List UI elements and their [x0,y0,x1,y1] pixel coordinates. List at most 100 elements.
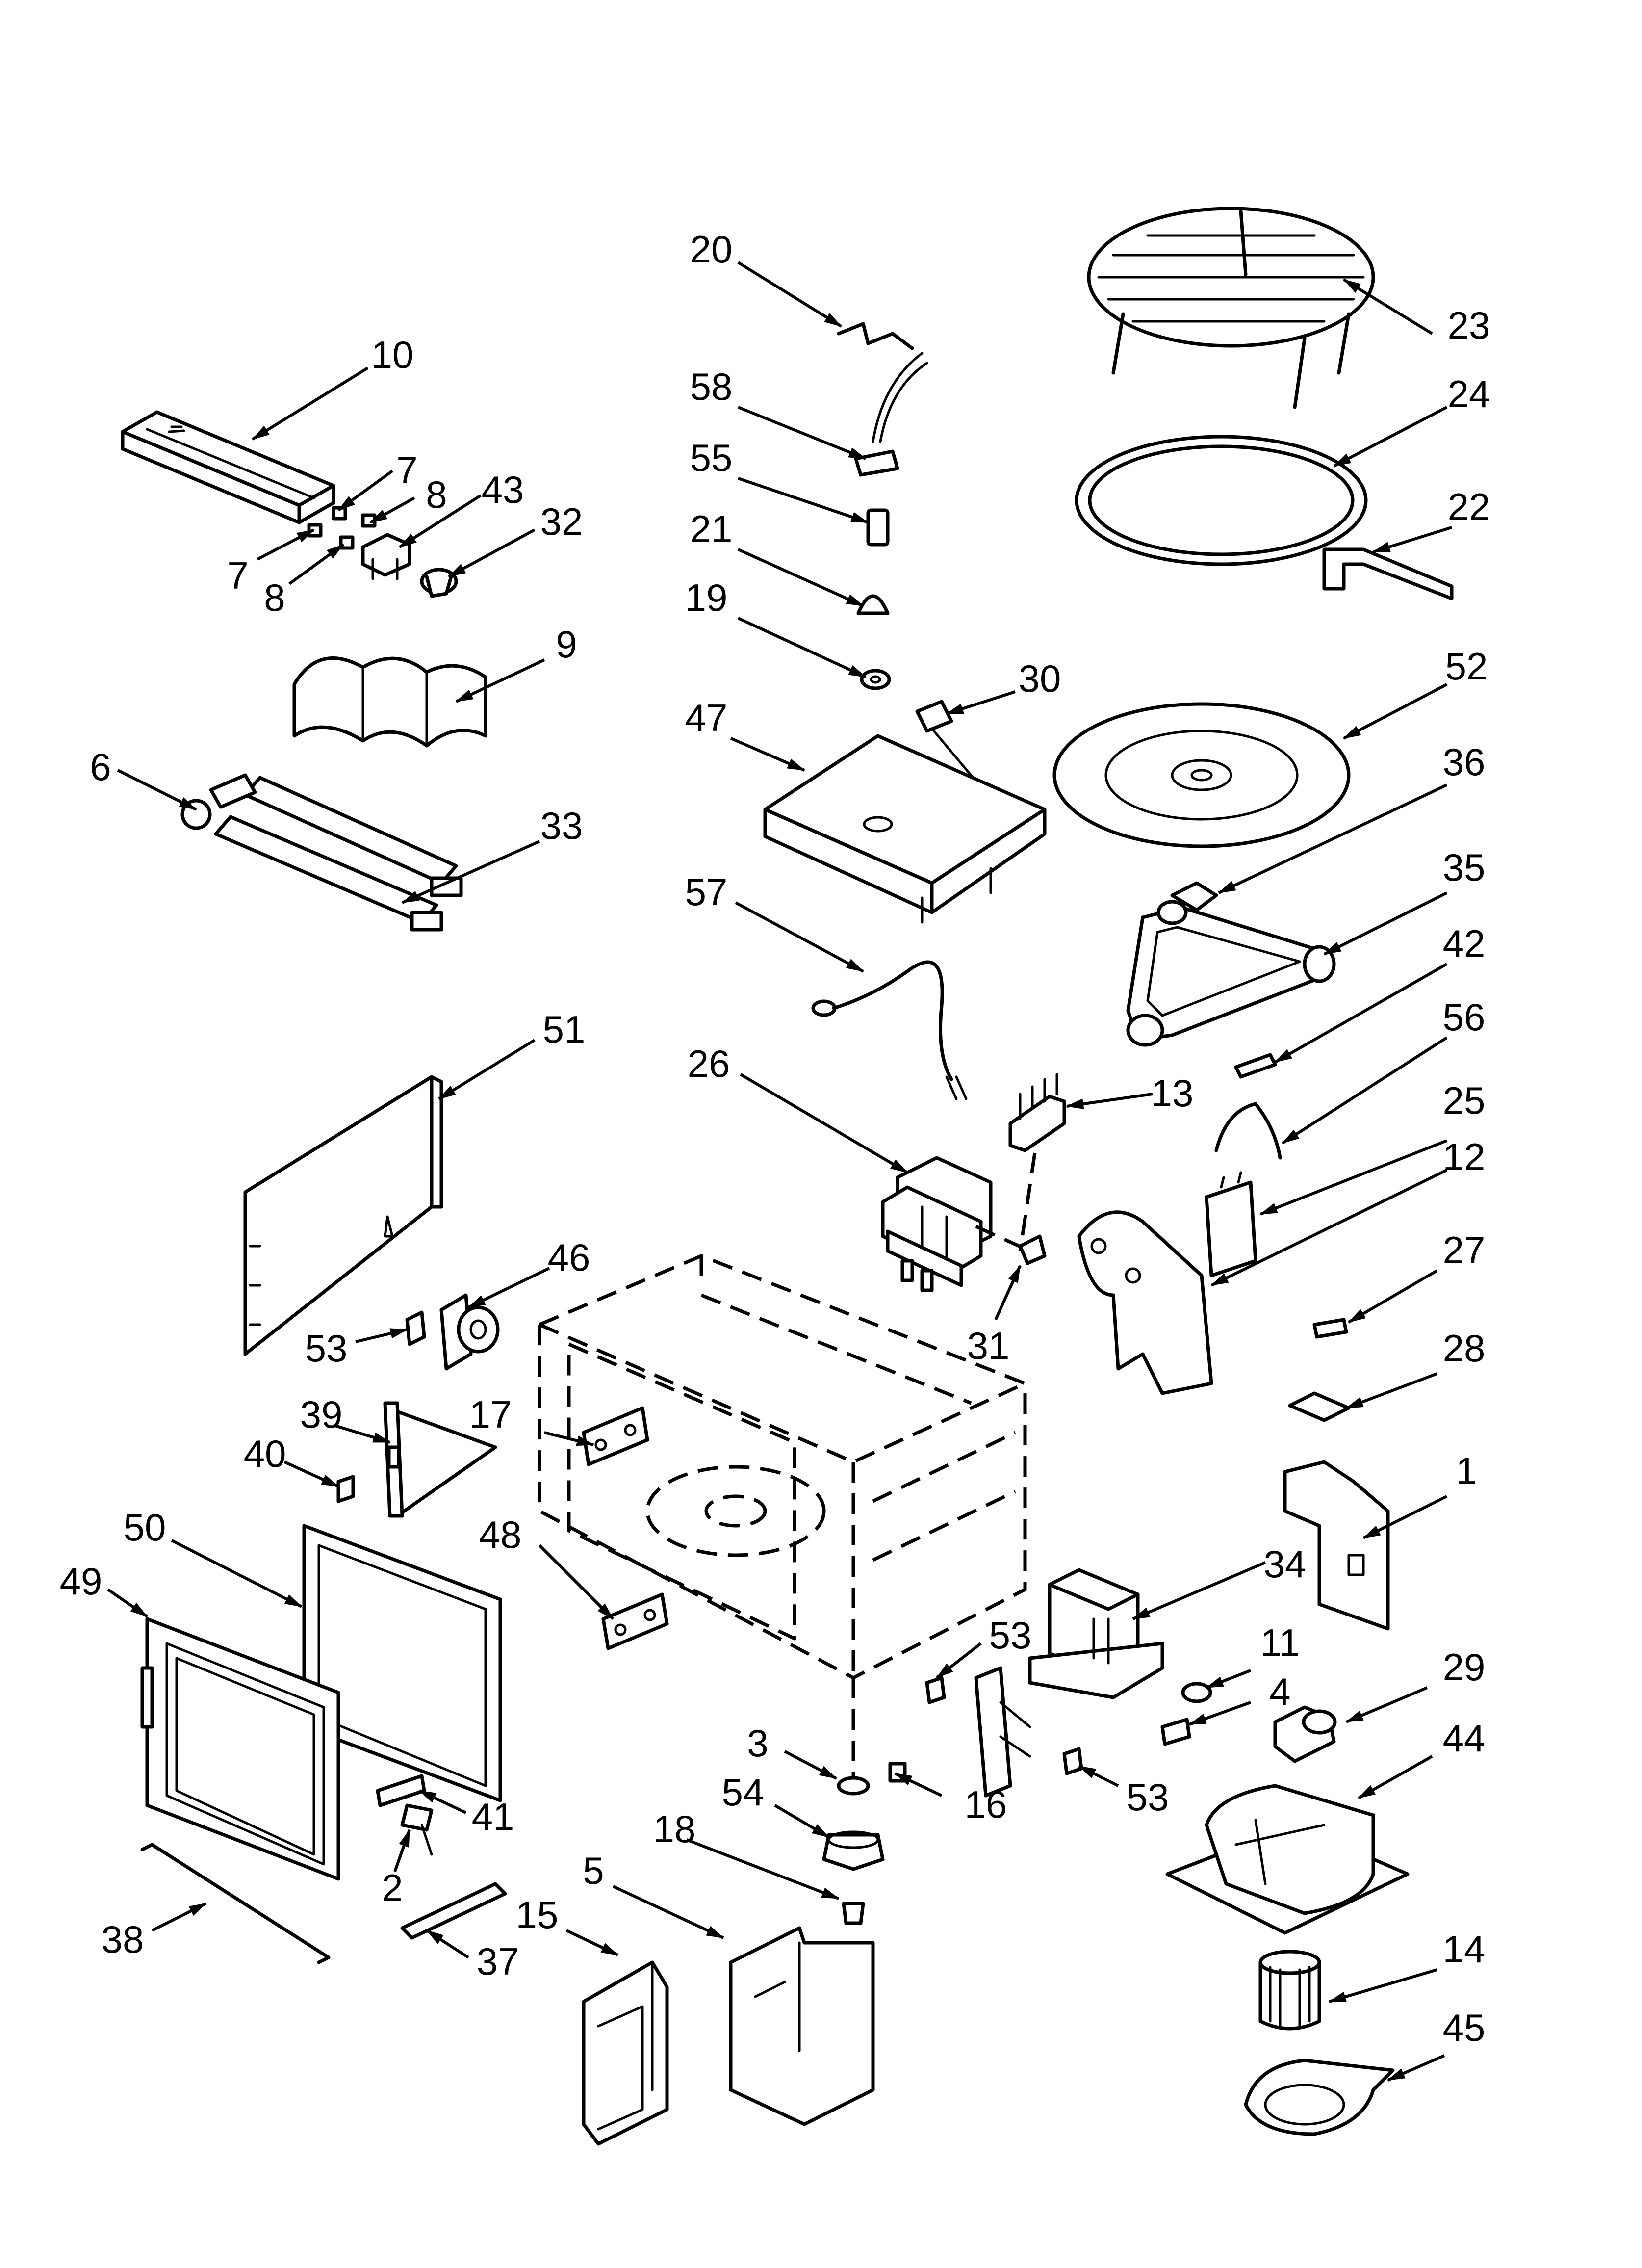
leader-14 [1328,1968,1437,2003]
leader-7a [337,469,393,512]
leader-18 [686,1838,840,1900]
part-1-vent [1283,1460,1390,1631]
leader-22 [1372,526,1452,553]
leader-21 [737,548,864,607]
part-27-fuse [1312,1318,1348,1339]
part-11-grommet [1181,1682,1212,1703]
callout-51: 51 [543,1008,586,1051]
part-52-glass-tray [1052,702,1351,848]
callout-41: 41 [472,1795,514,1838]
part-32-lamp [420,568,458,598]
leader-26 [740,1073,908,1174]
callout-23: 23 [1448,304,1490,347]
part-10-control-bracket [121,410,335,524]
part-37-lever [400,1882,507,1940]
part-53-switch-left [405,1310,426,1346]
callout-28: 28 [1443,1327,1486,1370]
callout-32: 32 [540,500,583,543]
leader-24 [1333,406,1448,468]
leader-44 [1358,1755,1433,1799]
leader-41 [418,1789,467,1814]
leader-23 [1343,278,1433,335]
leader-43 [399,494,482,548]
callout-1: 1 [1456,1449,1477,1492]
part-36-coupler [1170,881,1218,912]
part-19-washer [860,669,891,690]
leader-12 [1210,1169,1448,1287]
callout-3: 3 [747,1721,768,1765]
leader-46 [467,1267,550,1309]
part-45-plate [1244,2059,1395,2136]
callout-9: 9 [556,623,577,666]
part-17-mica [582,1406,649,1466]
callout-11: 11 [1260,1621,1300,1664]
oven-cavity-outline [538,1254,1027,1680]
part-48-mica [601,1592,669,1650]
part-16-relay [888,1666,1031,1798]
leader-3 [784,1750,837,1780]
part-34-motor [1028,1568,1164,1699]
leader-13 [1066,1093,1153,1109]
leader-40 [283,1460,339,1488]
callout-13: 13 [1151,1071,1194,1115]
callout-27: 27 [1443,1228,1486,1272]
callout-46: 46 [548,1236,590,1279]
leader-28 [1345,1372,1438,1409]
leader-20 [737,261,842,328]
leader-38 [151,1902,207,1932]
leader-8b [288,543,344,585]
callout-55: 55 [690,436,733,479]
callout-53-mid: 53 [989,1614,1032,1657]
part-58-thermal [854,352,928,477]
part-29-damper [1273,1705,1337,1763]
leader-35 [1323,891,1448,956]
part-7-8-clips [307,506,377,550]
callout-48: 48 [479,1513,522,1556]
part-47-tray [763,734,1047,924]
part-44-fan-housing [1165,1784,1410,1935]
leader-36 [1218,783,1448,894]
part-25-capacitor [1205,1171,1257,1277]
callout-8a: 8 [426,473,447,516]
part-31-diode [975,1225,1047,1265]
part-5-shroud [729,1926,875,2126]
callout-36: 36 [1443,740,1486,783]
callout-21: 21 [690,507,733,550]
callout-39: 39 [300,1393,343,1436]
callout-6: 6 [90,745,111,788]
leader-2 [393,1829,411,1872]
callout-25: 25 [1443,1079,1486,1122]
callout-20: 20 [690,228,733,271]
leader-29 [1345,1686,1428,1723]
leader-49 [107,1588,148,1618]
leader-7b [257,528,315,561]
callout-45: 45 [1443,2006,1486,2049]
leader-5 [612,1885,724,1939]
callout-34: 34 [1264,1542,1307,1586]
callout-33: 33 [540,804,583,847]
part-23-rack [1087,207,1375,409]
leader-51 [438,1039,536,1100]
leader-31 [994,1265,1022,1321]
leader-17 [544,1431,594,1446]
leader-57 [735,901,864,973]
leader-54 [774,1804,830,1839]
callout-49: 49 [60,1560,103,1603]
leader-19 [737,617,867,678]
callout-18: 18 [653,1807,696,1851]
leader-10 [252,366,369,441]
callout-35: 35 [1443,846,1486,889]
leader-50 [171,1539,303,1608]
part-18-screw [842,1902,865,1925]
callout-37: 37 [477,1940,519,1983]
leader-4 [1188,1701,1252,1726]
callout-52: 52 [1445,645,1488,688]
callout-31: 31 [967,1324,1010,1367]
part-39-plate [383,1401,497,1518]
callout-30: 30 [1019,657,1061,700]
callout-5: 5 [583,1849,604,1892]
leader-58 [737,406,867,460]
callout-47: 47 [685,696,728,739]
part-9-cover [292,656,487,748]
